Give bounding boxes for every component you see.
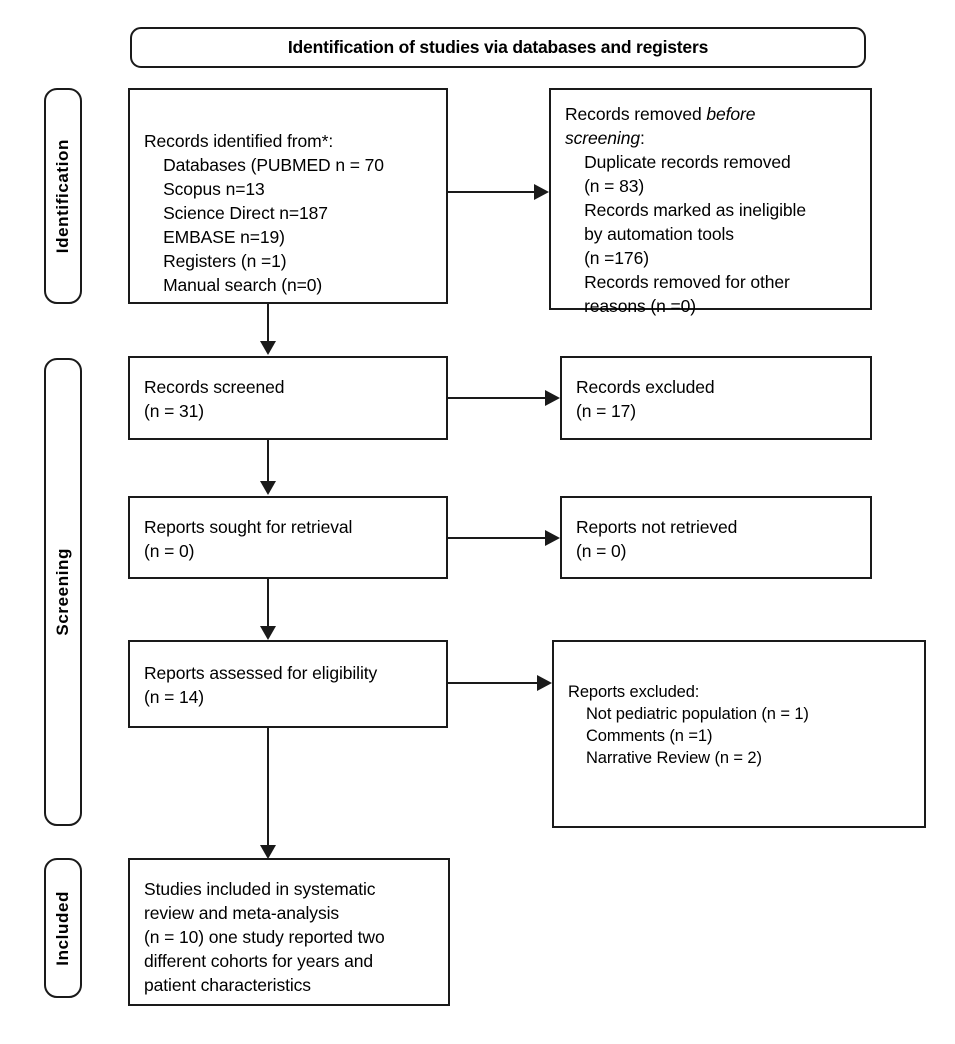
arrow-sought-to-not-retrieved <box>448 526 562 550</box>
box-reports-assessed: Reports assessed for eligibility (n = 14… <box>128 640 448 728</box>
box-studies-included: Studies included in systematic review an… <box>128 858 450 1006</box>
arrow-screened-to-excluded <box>448 386 562 410</box>
arrow-sought-to-assessed <box>256 579 280 641</box>
stage-label-included: Included <box>44 858 82 998</box>
arrow-identified-to-removed <box>448 180 551 204</box>
box-reports-assessed-text: Reports assessed for eligibility (n = 14… <box>144 663 378 707</box>
box-records-identified-text: Records identified from*: Databases (PUB… <box>144 131 384 295</box>
arrow-identified-to-screened <box>256 304 280 356</box>
box-records-screened: Records screened (n = 31) <box>128 356 448 440</box>
box-reports-not-retrieved: Reports not retrieved (n = 0) <box>560 496 872 579</box>
stage-label-included-text: Included <box>53 890 72 966</box>
records-removed-italic-before: before <box>706 104 756 124</box>
box-records-excluded-text: Records excluded (n = 17) <box>576 377 715 421</box>
box-records-screened-text: Records screened (n = 31) <box>144 377 285 421</box>
stage-label-screening-text: Screening <box>53 548 72 636</box>
records-removed-rest: Duplicate records removed (n = 83) Recor… <box>584 151 806 316</box>
stage-label-identification: Identification <box>44 88 82 304</box>
box-studies-included-text: Studies included in systematic review an… <box>144 879 385 995</box>
box-reports-sought-text: Reports sought for retrieval (n = 0) <box>144 517 353 561</box>
box-reports-not-retrieved-text: Reports not retrieved (n = 0) <box>576 517 738 561</box>
diagram-title: Identification of studies via databases … <box>287 37 709 57</box>
box-reports-excluded-text: Reports excluded: Not pediatric populati… <box>568 683 809 767</box>
records-removed-colon: : <box>639 127 645 148</box>
arrow-screened-to-sought <box>256 440 280 496</box>
records-removed-italic-screening: screening <box>565 127 640 148</box>
stage-label-identification-text: Identification <box>53 138 72 254</box>
box-reports-excluded: Reports excluded: Not pediatric populati… <box>552 640 926 828</box>
box-records-identified: Records identified from*: Databases (PUB… <box>128 88 448 304</box>
arrow-assessed-to-included <box>256 728 280 860</box>
box-records-removed-text: Records removed before screening: Duplic… <box>565 103 862 319</box>
diagram-header-banner: Identification of studies via databases … <box>130 27 866 68</box>
arrow-assessed-to-excluded <box>448 671 554 695</box>
box-reports-sought: Reports sought for retrieval (n = 0) <box>128 496 448 579</box>
box-records-excluded: Records excluded (n = 17) <box>560 356 872 440</box>
records-removed-line1: Records removed <box>565 104 707 124</box>
stage-label-screening: Screening <box>44 358 82 826</box>
box-records-removed: Records removed before screening: Duplic… <box>549 88 872 316</box>
